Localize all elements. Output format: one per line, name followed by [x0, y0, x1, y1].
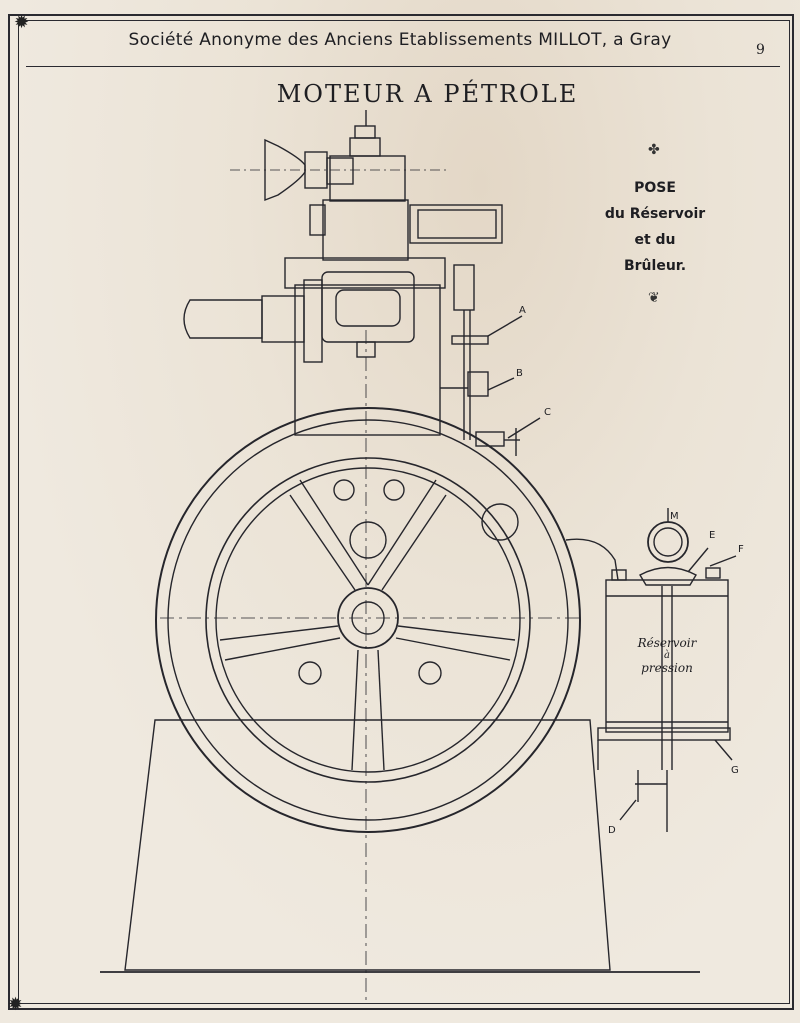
page-title: MOTEUR A PÉTROLE: [276, 80, 579, 108]
tank-label-line: pression: [641, 661, 693, 675]
company-name: Société Anonyme des Anciens Etablissemen…: [128, 30, 672, 50]
callout-label: D: [608, 825, 616, 836]
intake-horn: [230, 138, 450, 202]
outer-border: [8, 14, 794, 1010]
page-header: Société Anonyme des Anciens Etablissemen…: [0, 30, 800, 50]
callout-label: A: [519, 305, 526, 316]
caption-line: et du: [634, 232, 676, 248]
cylinder-body: [284, 110, 446, 436]
callout-label: M: [670, 511, 679, 522]
callout-label: C: [544, 407, 551, 418]
tank-label: Réservoir à pression: [606, 636, 728, 675]
corner-rosette-icon: ✹: [8, 994, 24, 1015]
figure-caption: POSE du Réservoir et du Brûleur.: [570, 175, 740, 279]
tank-label-line: à: [664, 650, 670, 661]
tank-label-line: Réservoir: [637, 636, 697, 650]
pressure-tank: [565, 508, 737, 832]
callout-label: G: [731, 765, 739, 776]
inner-border: [18, 20, 790, 1004]
flywheel: [155, 407, 581, 833]
caption-line: POSE: [634, 180, 676, 196]
callout-label: B: [516, 368, 523, 379]
page-number: 9: [756, 42, 765, 58]
caption-line: du Réservoir: [604, 206, 706, 222]
corner-rosette-icon: ✹: [14, 12, 30, 33]
callout-label: E: [709, 530, 716, 541]
header-divider: [26, 66, 780, 67]
engine-base: [100, 719, 700, 973]
ornament-top-icon: ✤: [648, 142, 660, 158]
fuel-line: [440, 264, 541, 456]
ornament-bottom-icon: ❦: [648, 290, 660, 306]
valve-box: [309, 204, 503, 244]
callout-label: F: [738, 544, 744, 555]
caption-line: Brûleur.: [623, 258, 687, 274]
